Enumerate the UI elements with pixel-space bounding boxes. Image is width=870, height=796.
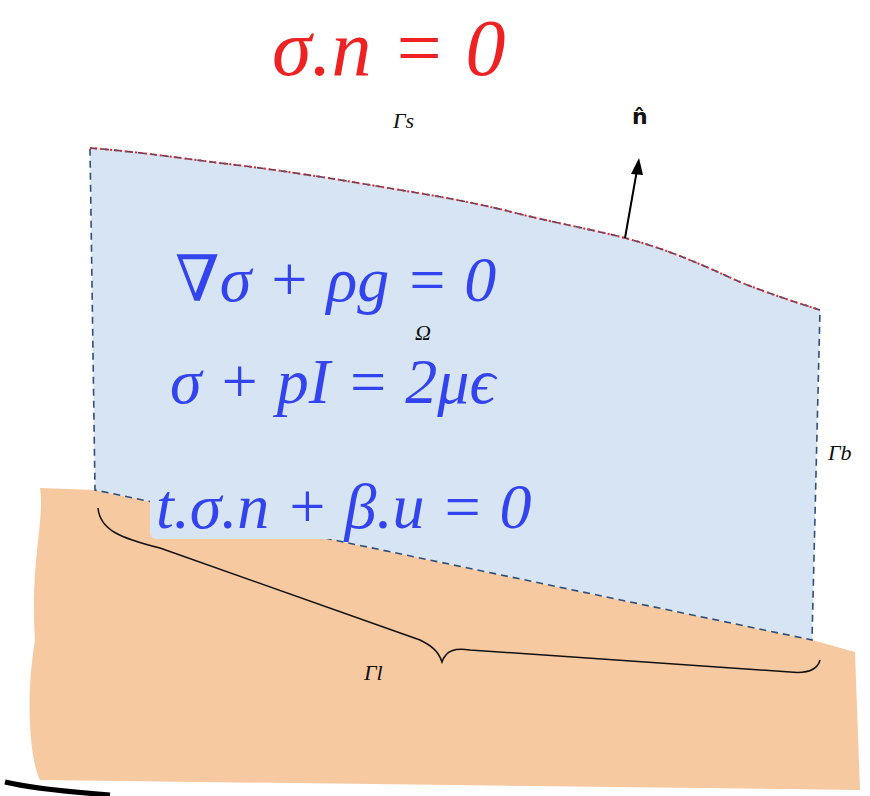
normal-label: n̂ <box>632 106 648 128</box>
ice-domain: ∇σ + ρg = 0 Ωσ + pI = 2μϵ t.σ.n + β.u = 0 <box>88 145 823 645</box>
surface-condition: σ.n = 0 <box>272 8 505 88</box>
momentum-equation: ∇σ + ρg = 0 <box>175 248 496 312</box>
bed-boundary-label: Γl <box>364 662 383 684</box>
surface-label: Γs <box>393 110 414 132</box>
ground-arc <box>5 782 110 795</box>
ice-region <box>90 148 820 640</box>
normal-arrowhead <box>631 158 643 175</box>
constitutive-equation: σ + pI = 2μϵ <box>170 350 495 414</box>
domain-label: Ω <box>415 322 431 344</box>
normal-arrow <box>625 170 637 238</box>
lateral-boundary-label: Γb <box>828 442 852 464</box>
friction-condition: t.σ.n + β.u = 0 <box>150 475 538 539</box>
